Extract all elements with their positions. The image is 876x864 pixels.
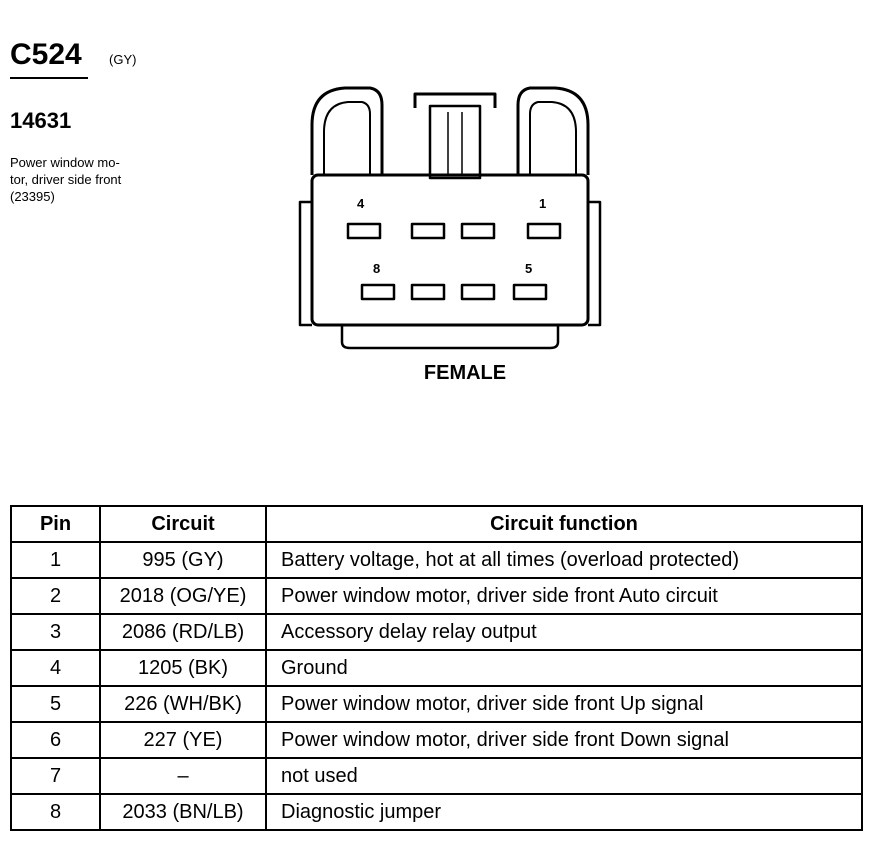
pin-cavity-4	[346, 222, 382, 240]
cell-circuit: 226 (WH/BK)	[99, 685, 267, 723]
cell-pin: 8	[10, 793, 101, 831]
pin-cavity-5	[512, 283, 548, 301]
table-row: 8 2033 (BN/LB) Diagnostic jumper	[10, 793, 863, 831]
pin-label-1: 1	[539, 196, 546, 211]
cell-function: Battery voltage, hot at all times (overl…	[265, 541, 863, 579]
cell-circuit: 1205 (BK)	[99, 649, 267, 687]
cell-pin: 5	[10, 685, 101, 723]
bottom-rail	[340, 325, 560, 350]
header-circuit: Circuit	[99, 505, 267, 543]
description-line-1: Power window mo-	[10, 155, 120, 170]
header-pin: Pin	[10, 505, 101, 543]
pin-label-8: 8	[373, 261, 380, 276]
table-row: 7 – not used	[10, 757, 863, 795]
table-row: 5 226 (WH/BK) Power window motor, driver…	[10, 685, 863, 723]
cell-pin: 7	[10, 757, 101, 795]
pin-cavity-3	[410, 222, 446, 240]
left-latch	[310, 86, 384, 175]
table-row: 3 2086 (RD/LB) Accessory delay relay out…	[10, 613, 863, 651]
part-number: 14631	[10, 108, 72, 133]
center-key	[413, 92, 497, 108]
pin-cavity-7	[410, 283, 446, 301]
pin-label-5: 5	[525, 261, 532, 276]
cell-circuit: 2033 (BN/LB)	[99, 793, 267, 831]
connector-color: (GY)	[109, 52, 137, 67]
cell-function: Diagnostic jumper	[265, 793, 863, 831]
cell-circuit: 995 (GY)	[99, 541, 267, 579]
table-row: 6 227 (YE) Power window motor, driver si…	[10, 721, 863, 759]
cell-pin: 4	[10, 649, 101, 687]
description-line-2: tor, driver side front	[10, 172, 122, 187]
header-circuit-function: Circuit function	[265, 505, 863, 543]
cell-function: Power window motor, driver side front Au…	[265, 577, 863, 615]
description-line-3: (23395)	[10, 189, 55, 204]
pin-label-4: 4	[357, 196, 365, 211]
cell-circuit: 2018 (OG/YE)	[99, 577, 267, 615]
cell-circuit: 2086 (RD/LB)	[99, 613, 267, 651]
pin-cavity-6	[460, 283, 496, 301]
pin-cavity-1	[526, 222, 562, 240]
pin-cavity-8	[360, 283, 396, 301]
cell-circuit: –	[99, 757, 267, 795]
table-row: 1 995 (GY) Battery voltage, hot at all t…	[10, 541, 863, 579]
connector-description: Power window mo- tor, driver side front …	[10, 154, 160, 205]
right-latch	[516, 86, 590, 175]
cell-pin: 6	[10, 721, 101, 759]
cell-pin: 1	[10, 541, 101, 579]
left-flange	[298, 200, 312, 327]
cell-function: Ground	[265, 649, 863, 687]
table-row: 4 1205 (BK) Ground	[10, 649, 863, 687]
table-row: 2 2018 (OG/YE) Power window motor, drive…	[10, 577, 863, 615]
cell-pin: 3	[10, 613, 101, 651]
cell-circuit: 227 (YE)	[99, 721, 267, 759]
cell-function: Power window motor, driver side front Do…	[265, 721, 863, 759]
connector-housing	[310, 173, 590, 327]
connector-face-diagram: 4 1 8 5	[298, 86, 602, 350]
view-label: FEMALE	[423, 362, 507, 384]
cell-function: Accessory delay relay output	[265, 613, 863, 651]
cell-pin: 2	[10, 577, 101, 615]
table-header-row: Pin Circuit Circuit function	[10, 505, 863, 543]
cell-function: not used	[265, 757, 863, 795]
center-key-body	[428, 104, 482, 180]
connector-id-underline	[10, 77, 88, 79]
pin-cavity-2	[460, 222, 496, 240]
pin-table: Pin Circuit Circuit function 1 995 (GY) …	[10, 505, 863, 831]
cell-function: Power window motor, driver side front Up…	[265, 685, 863, 723]
right-flange	[588, 200, 602, 327]
connector-id: C524	[10, 38, 82, 71]
